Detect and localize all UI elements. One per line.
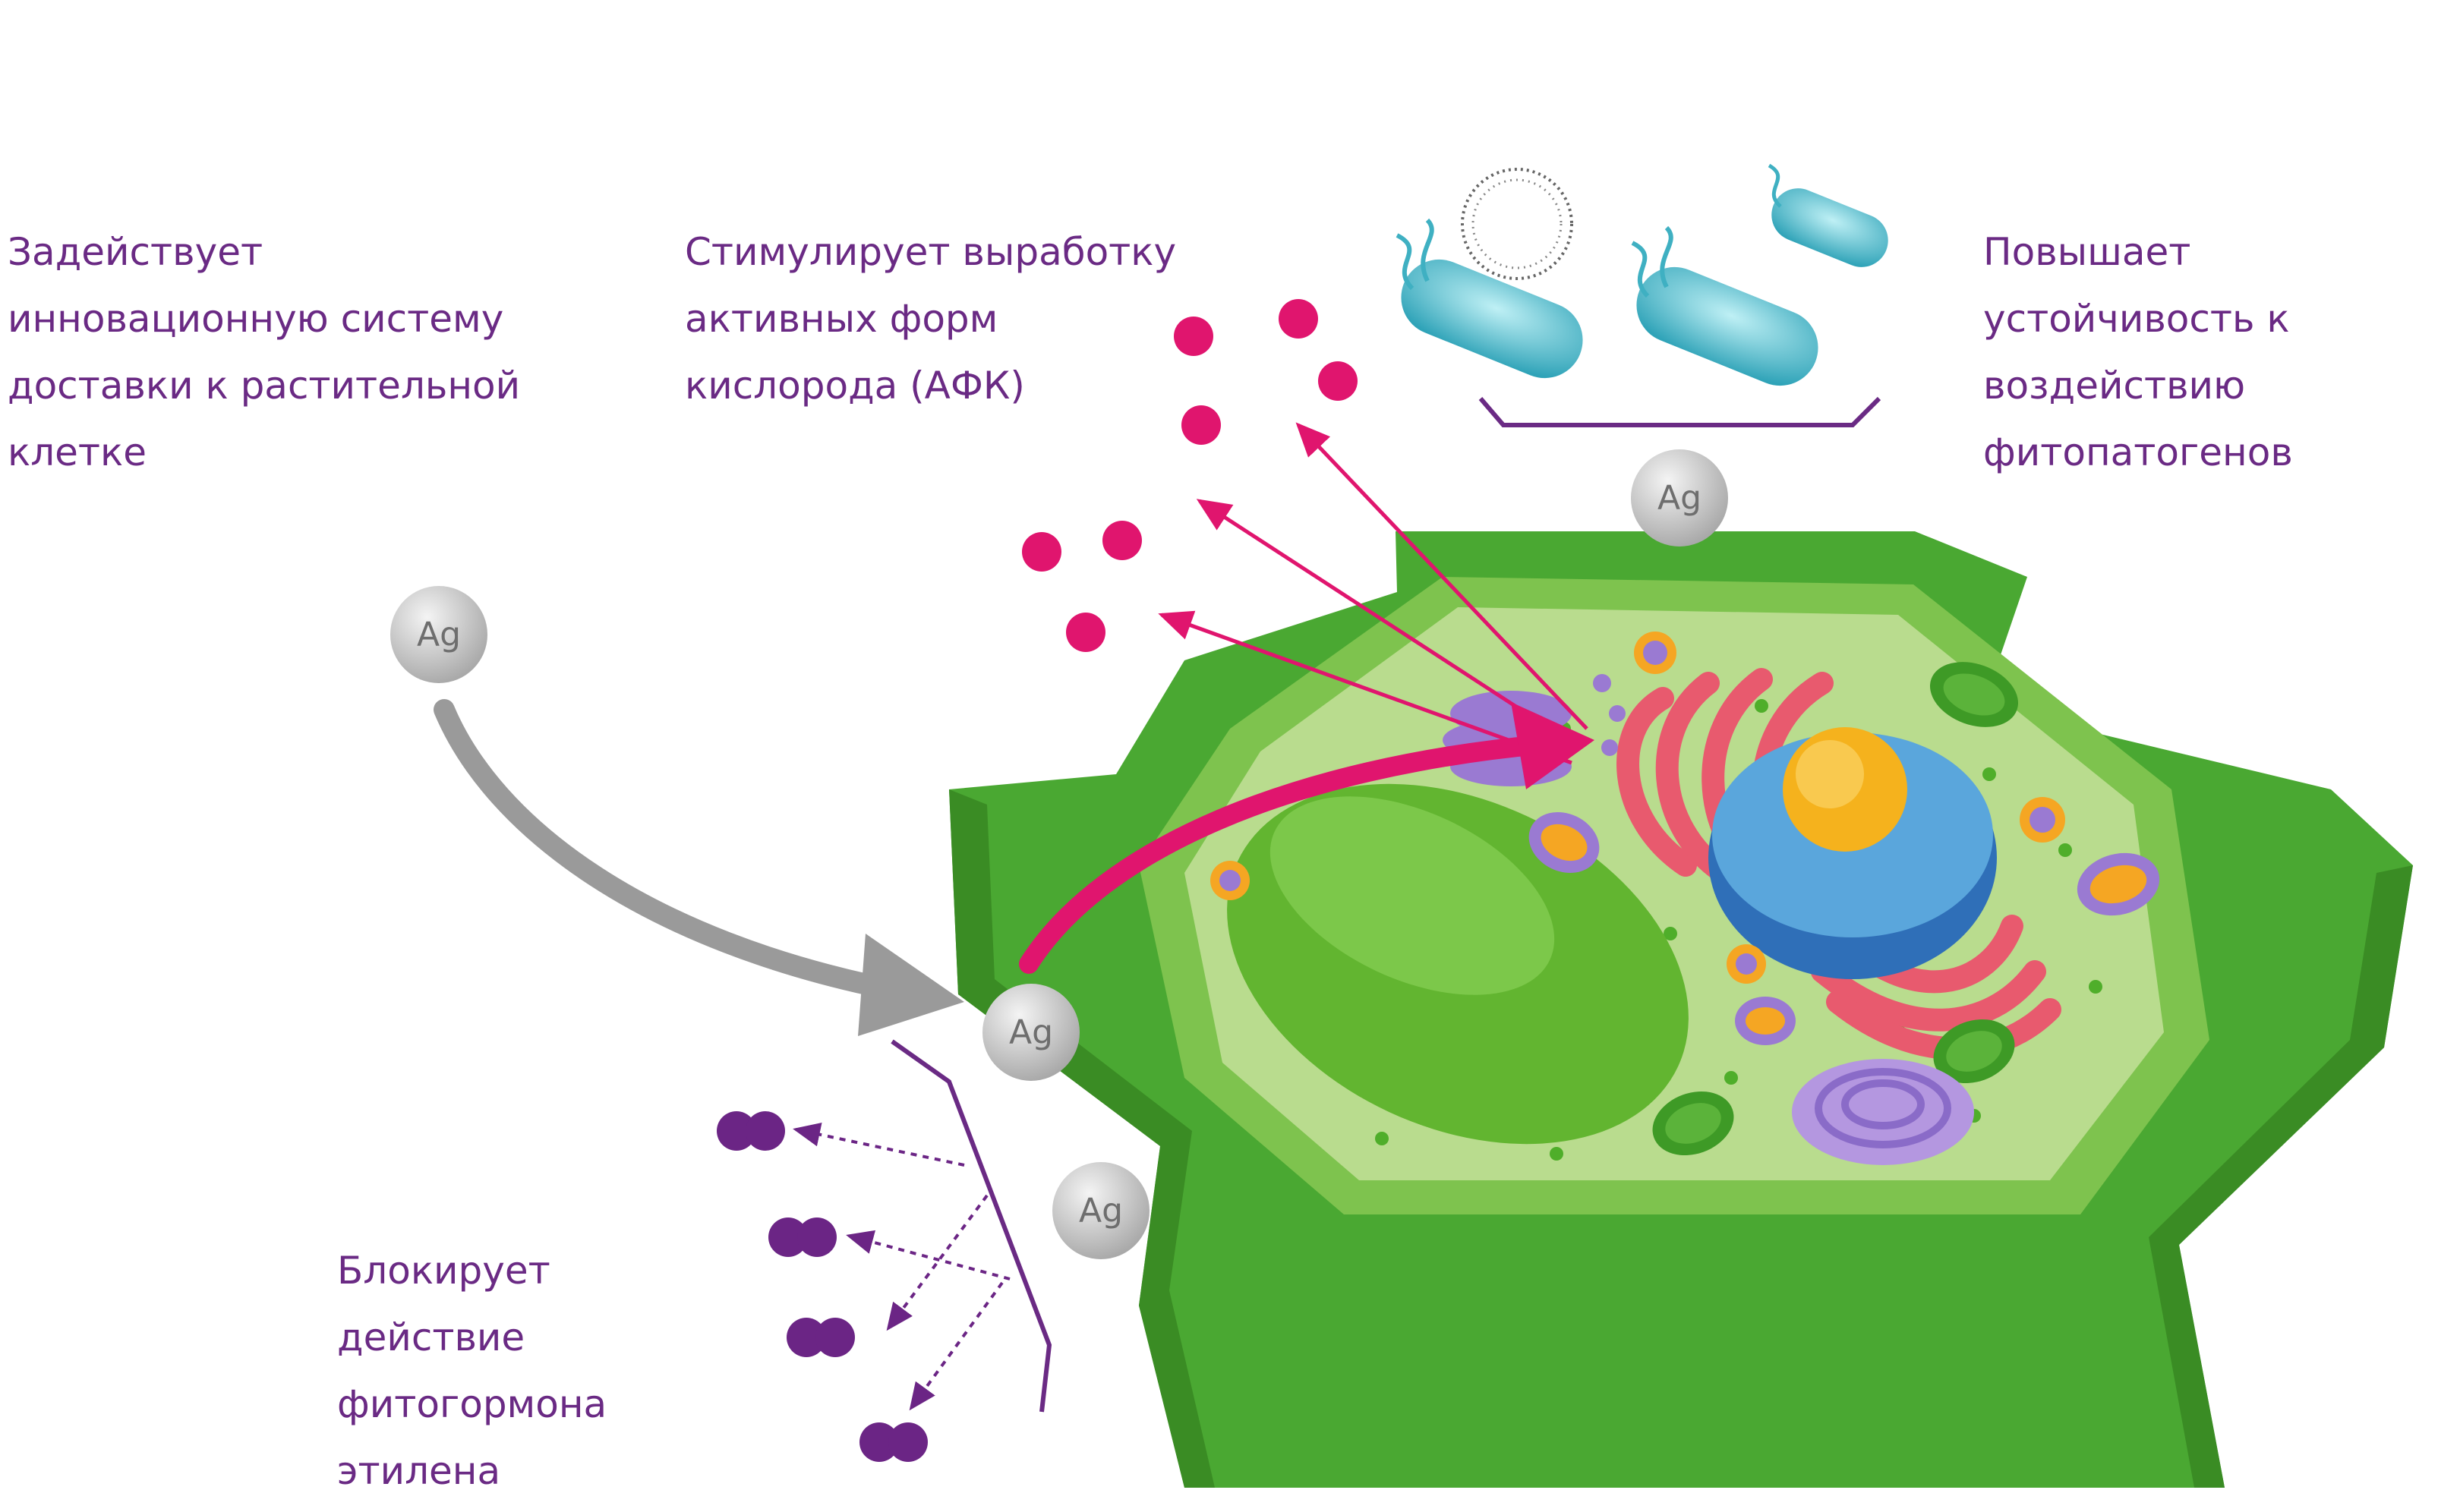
silver-ion-label: Ag xyxy=(417,616,461,654)
silver-entry-arrow xyxy=(1019,734,1559,974)
bacterium-icon xyxy=(1396,218,1583,379)
bacterium-icon xyxy=(1631,225,1818,386)
cell-wall-side xyxy=(2149,865,2413,1488)
delivery-arrow xyxy=(434,699,907,1001)
delivery-arrowhead xyxy=(858,934,964,1036)
mitochondria xyxy=(1528,812,2160,1045)
ethylene-molecules xyxy=(717,1111,928,1462)
silver-ion-icon: Ag xyxy=(390,586,487,683)
ethylene-arrows xyxy=(793,1122,1011,1411)
silver-ion-icon: Ag xyxy=(1052,1162,1150,1259)
caption-ros-production: Стимулирует выработку активных форм кисл… xyxy=(685,230,1177,408)
ethylene-molecule-icon xyxy=(859,1422,928,1462)
bacterium-icon xyxy=(1768,163,1888,267)
ros-particle-icon xyxy=(1318,361,1358,401)
ethylene-molecule-icon xyxy=(768,1217,837,1257)
plant-cell-illustration xyxy=(949,531,2413,1488)
virus-icon xyxy=(1461,168,1573,280)
pathogen-bracket xyxy=(1478,396,1881,427)
silver-entry-arrowhead xyxy=(1511,702,1594,789)
ros-particle-icon xyxy=(1181,405,1221,445)
ros-particle-icon xyxy=(1102,521,1142,560)
ros-particle-icon xyxy=(1066,613,1105,652)
caption-pathogen-resistance: Повышает устойчивость к воздействию фито… xyxy=(1983,230,2293,474)
silver-ion-icon: Ag xyxy=(982,984,1080,1081)
ros-particle-icon xyxy=(1022,532,1061,572)
silver-ion-icon: Ag xyxy=(1631,449,1728,547)
caption-ethylene-block: Блокирует действие фитогормона этилена xyxy=(337,1249,607,1493)
cell-wall-side xyxy=(949,789,1215,1488)
ros-particle-icon xyxy=(1174,317,1213,356)
chloroplasts xyxy=(1652,662,2019,1156)
ros-particles xyxy=(1022,299,1358,652)
vesicles xyxy=(1210,632,2065,984)
membrane-line xyxy=(891,1039,1052,1413)
vacuole-highlight xyxy=(1269,796,1555,995)
spiral-organelle xyxy=(1792,1059,1974,1165)
silver-ion-label: Ag xyxy=(1009,1013,1053,1052)
silver-ion-label: Ag xyxy=(1079,1192,1123,1230)
silver-ion-label: Ag xyxy=(1657,479,1702,518)
ethylene-molecule-icon xyxy=(787,1318,855,1357)
ros-particle-icon xyxy=(1279,299,1318,339)
ethylene-molecule-icon xyxy=(717,1111,785,1151)
caption-delivery-system: Задействует инновационную систему достав… xyxy=(8,230,521,474)
